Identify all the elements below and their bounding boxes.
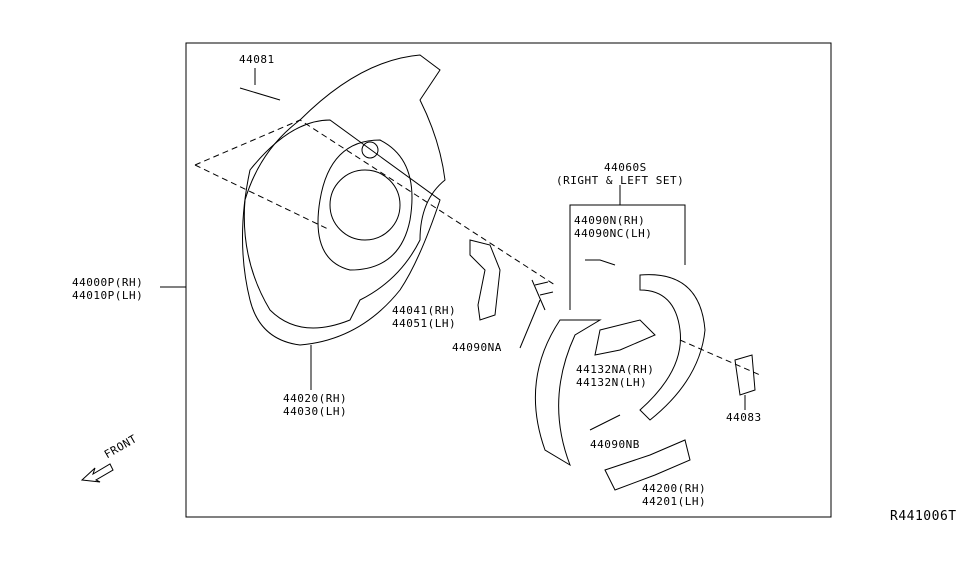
reference-code: R441006T	[890, 509, 957, 524]
clip-44083	[734, 354, 756, 396]
backing-plate	[243, 54, 446, 329]
lever-44041	[469, 239, 501, 321]
label-44090na: 44090NA	[452, 341, 502, 354]
label-44010p: 44010P(LH)	[72, 289, 144, 302]
spring-44090nb	[589, 414, 621, 431]
brake-shoe-front	[534, 319, 602, 467]
label-44200: 44200(RH)	[642, 482, 707, 495]
spring-44090na	[531, 279, 554, 311]
label-set-note: (RIGHT & LEFT SET)	[556, 174, 685, 187]
label-44090nb: 44090NB	[590, 438, 640, 451]
label-44090n: 44090N(RH)	[574, 214, 646, 227]
label-44132n: 44132N(LH)	[576, 376, 648, 389]
label-44030: 44030(LH)	[283, 405, 348, 418]
centerline	[194, 119, 556, 286]
label-44083: 44083	[726, 411, 762, 424]
diagram-frame	[185, 42, 832, 518]
label-44051: 44051(LH)	[392, 317, 457, 330]
label-44132na: 44132NA(RH)	[576, 363, 655, 376]
adjuster-44200	[604, 439, 691, 491]
label-44081: 44081	[239, 53, 275, 66]
label-44201: 44201(LH)	[642, 495, 707, 508]
bolt-44081	[239, 87, 281, 101]
label-44090nc: 44090NC(LH)	[574, 227, 653, 240]
spring-44090n	[585, 259, 616, 266]
dust-shield	[242, 119, 441, 346]
brake-shoe-rear	[639, 274, 706, 421]
strut-44132	[594, 319, 656, 356]
set-bracket	[569, 204, 686, 310]
label-44000p: 44000P(RH)	[72, 276, 144, 289]
label-44041: 44041(RH)	[392, 304, 457, 317]
label-44020: 44020(RH)	[283, 392, 348, 405]
front-arrow-icon	[80, 463, 114, 483]
label-44060s: 44060S	[604, 161, 647, 174]
